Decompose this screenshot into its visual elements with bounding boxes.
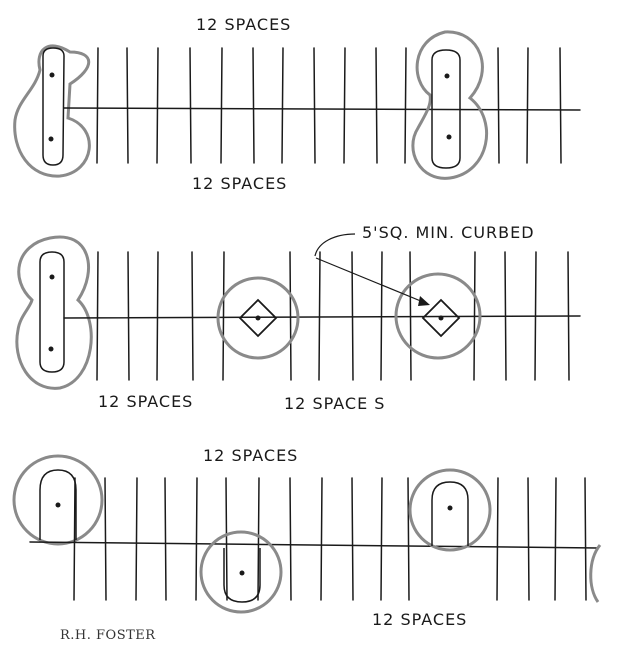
row1-layout: [13, 30, 581, 180]
tree-dot: [444, 73, 450, 79]
stall-line: [313, 47, 316, 164]
row3-top-label: 12 SPACES: [203, 446, 299, 465]
planter-outline: [13, 44, 91, 178]
stall-line: [407, 477, 410, 601]
island-outline: [431, 481, 469, 546]
island-outline: [223, 548, 261, 603]
stall-line: [473, 251, 476, 381]
stall-line: [496, 477, 499, 601]
stall-line: [96, 47, 99, 164]
callout-arrow: [314, 233, 430, 306]
stall-line: [191, 251, 194, 381]
stall-line: [375, 47, 378, 164]
stall-line: [351, 251, 354, 381]
tree-dot: [438, 315, 444, 321]
planter-outline: [15, 235, 93, 390]
stall-line: [126, 47, 129, 164]
stall-line: [135, 477, 138, 601]
stall-line: [189, 47, 192, 164]
stall-line: [567, 251, 570, 381]
stall-line: [195, 477, 198, 601]
tree-dot: [55, 502, 61, 508]
stall-line: [380, 477, 383, 601]
stall-line: [156, 47, 159, 164]
tree-dot: [446, 134, 452, 140]
stall-line: [225, 477, 228, 601]
tree-dot: [255, 315, 261, 321]
planter-outline: [589, 544, 602, 603]
stall-line: [289, 251, 292, 381]
island-outline: [42, 47, 65, 166]
row1-top-label: 12 SPACES: [196, 15, 292, 34]
stall-line: [164, 477, 167, 601]
tree-circle: [199, 530, 283, 614]
stall-line: [96, 251, 99, 381]
curbed-square: [238, 298, 278, 338]
tree-dot: [49, 274, 55, 280]
tree-dot: [49, 72, 55, 78]
stall-line: [252, 47, 255, 164]
stall-line: [104, 477, 107, 601]
island-outline: [431, 49, 461, 169]
stall-line: [380, 251, 383, 381]
stall-line: [257, 477, 260, 601]
tree-dot: [48, 346, 54, 352]
stall-line: [222, 251, 225, 381]
stall-line: [318, 251, 321, 381]
stall-line: [351, 477, 354, 601]
stall-line: [127, 251, 130, 381]
callout-arrowhead: [418, 296, 430, 306]
stall-line: [409, 251, 412, 381]
drive-aisle-line: [63, 315, 581, 319]
curbed-square: [421, 298, 461, 338]
row3-bottom-label: 12 SPACES: [372, 610, 468, 629]
row2-layout: [15, 235, 581, 390]
island-outline: [39, 251, 65, 373]
callout-arrow-line: [315, 257, 429, 305]
drive-aisle-line: [29, 541, 599, 549]
stall-line: [526, 47, 529, 164]
stall-line: [534, 251, 537, 381]
stall-line: [527, 477, 530, 601]
stall-line: [559, 47, 562, 164]
stall-line: [584, 477, 587, 601]
tree-circle: [12, 454, 104, 546]
drive-aisle-line: [63, 107, 581, 111]
stall-line: [156, 251, 159, 381]
tree-circle: [216, 276, 300, 360]
tree-dot: [48, 136, 54, 142]
tree-circle: [394, 272, 482, 360]
stall-line: [554, 477, 557, 601]
stall-line: [504, 251, 507, 381]
stall-line: [73, 477, 76, 601]
planter-outline: [411, 30, 489, 180]
author-signature: R.H. FOSTER: [60, 628, 156, 643]
stall-line: [289, 477, 292, 601]
tree-dot: [447, 505, 453, 511]
stall-line: [404, 47, 407, 164]
row3-layout: [12, 454, 602, 614]
callout-leader: [314, 233, 356, 257]
stall-line: [320, 477, 323, 601]
row2-left-label: 12 SPACES: [98, 392, 194, 411]
stall-line: [497, 47, 500, 164]
row1-bottom-label: 12 SPACES: [192, 174, 288, 193]
row2-right-label: 12 SPACE S: [284, 394, 386, 413]
stall-line: [220, 47, 223, 164]
tree-dot: [239, 570, 245, 576]
stall-line: [281, 47, 284, 164]
tree-circle: [408, 468, 492, 552]
stall-line: [343, 47, 346, 164]
row2-callout-label: 5'SQ. MIN. CURBED: [362, 223, 535, 242]
